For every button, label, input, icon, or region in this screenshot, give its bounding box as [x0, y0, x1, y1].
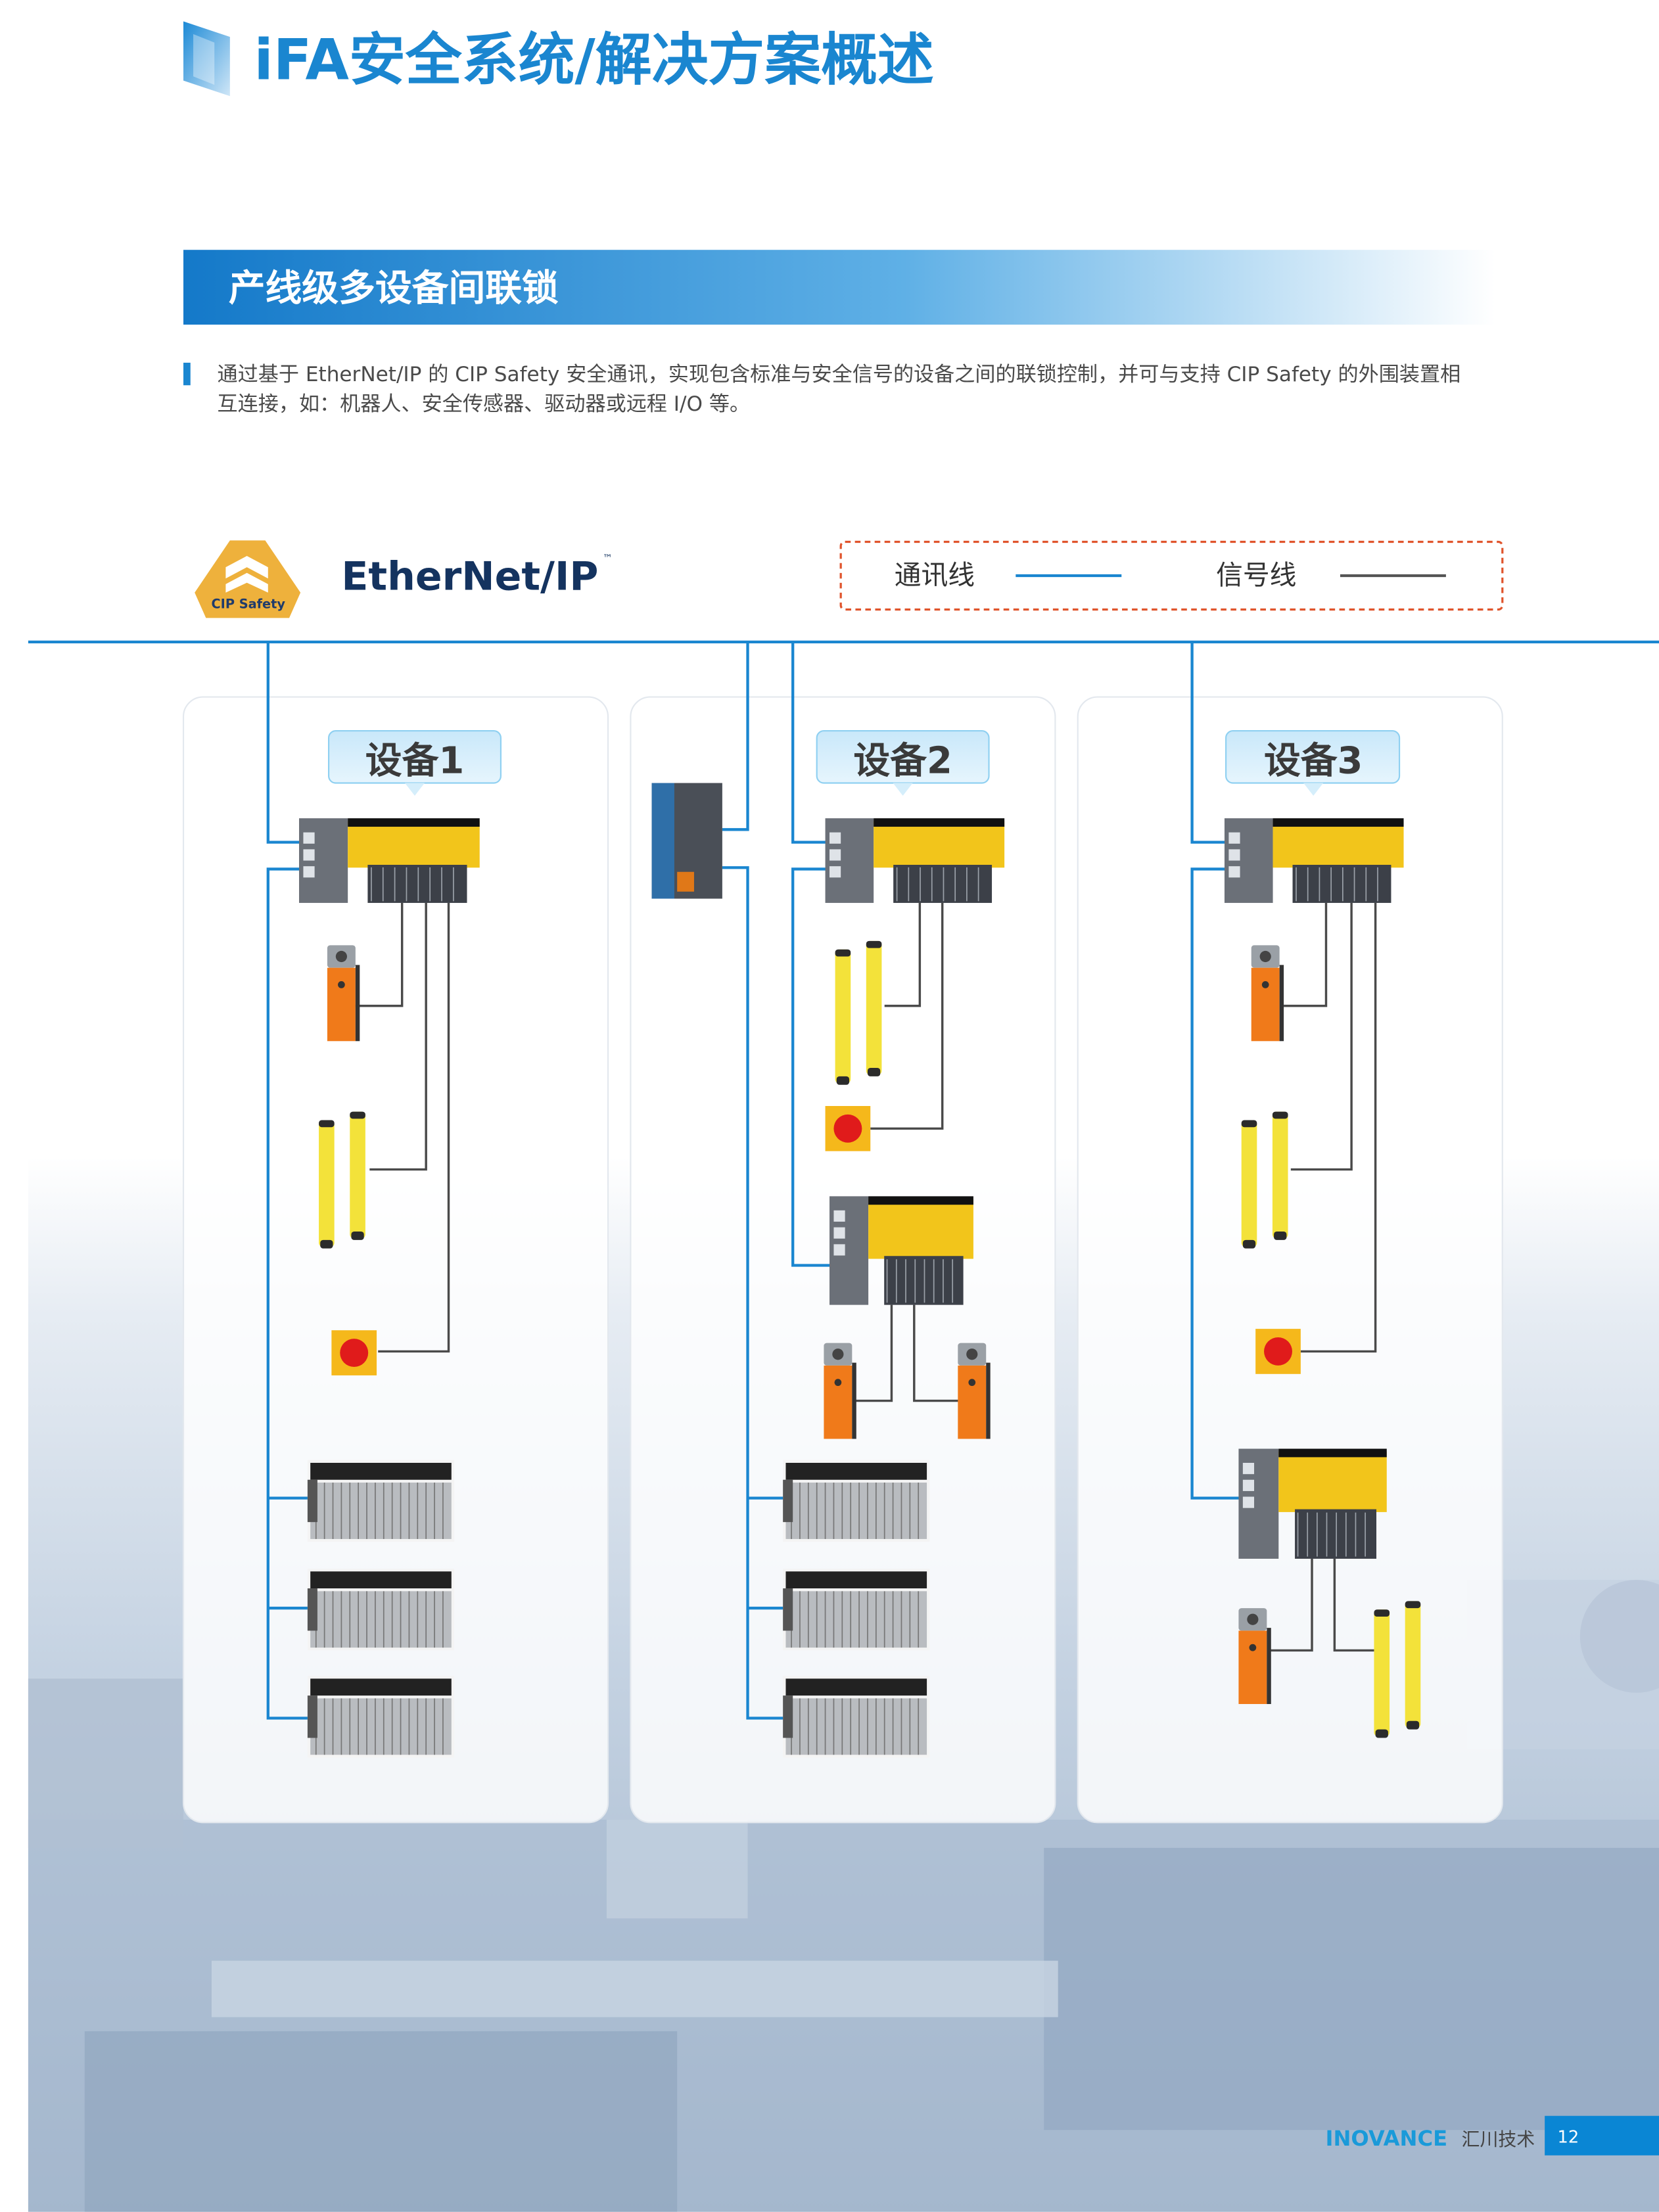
footer-brand-logo: INOVANCE [1325, 2126, 1447, 2151]
device-1-remote-io-module-1 [307, 1460, 455, 1542]
device-1-comm-line [266, 641, 304, 844]
device-3-sub-comm-line [1190, 867, 1242, 1500]
device-3-door-switch-b-signal-line [1269, 1558, 1313, 1652]
device-1-door-switch-signal-line [355, 902, 404, 1007]
device-3-estop-signal-line [1300, 902, 1377, 1353]
section-title: 产线级多设备间联锁 [229, 267, 559, 310]
page-number: 12 [1557, 2128, 1579, 2148]
footer-brand-cn: 汇川技术 [1462, 2129, 1535, 2150]
cip-safety-logo-text: CIP Safety [212, 596, 286, 611]
description-marker [183, 362, 191, 386]
ethernet-ip-trademark: ™ [603, 553, 613, 565]
device-2-safety-controller [825, 818, 1005, 903]
device-2-safety-door-switch-a [824, 1343, 856, 1439]
device-1-estop-signal-line [378, 902, 450, 1353]
device-1-panel [182, 696, 609, 1824]
device-3-panel [1077, 696, 1503, 1824]
device-1-label-text: 设备1 [365, 739, 464, 782]
device-2-remote-io-module-3 [783, 1676, 930, 1758]
device-2-ethernet-coupler [651, 783, 722, 899]
page-number-tab [1545, 2115, 1659, 2155]
device-1-remote-io-module-2 [307, 1568, 455, 1651]
device-2-door-switch-b-signal-line [913, 1304, 960, 1402]
device-1-safety-light-curtain [319, 1111, 365, 1249]
device-3-door-switch-signal-line [1284, 902, 1328, 1007]
device-3-label: 设备3 [1225, 730, 1401, 796]
device-2-coupler-comm-line [722, 641, 749, 831]
device-1-label: 设备1 [328, 730, 502, 796]
device-1-remote-io-module-3 [307, 1676, 455, 1758]
device-2-safety-io-station [830, 1196, 973, 1305]
device-3-safety-controller [1224, 818, 1404, 903]
device-3-light-curtain-signal-line [1290, 902, 1353, 1171]
device-2-estop-signal-line [870, 902, 944, 1130]
device-2-safety-light-curtain [835, 940, 882, 1085]
device-1-safety-controller [299, 818, 480, 903]
legend-signal-line-label: 信号线 [1216, 559, 1296, 591]
title-icon [183, 21, 230, 97]
cip-safety-logo: CIP Safety [195, 540, 301, 618]
device-2-light-curtain-signal-line [884, 902, 922, 1007]
description-line-1: 通过基于 EtherNet/IP 的 CIP Safety 安全通讯，实现包含标… [218, 363, 1461, 386]
device-2-comm-line [791, 641, 830, 844]
device-1-io-comm-line [266, 867, 314, 1720]
device-2-safety-door-switch-b [958, 1343, 991, 1439]
section-banner [183, 250, 1496, 325]
device-2-sub-comm-line [791, 867, 833, 1267]
device-3-safety-door-switch-b [1238, 1608, 1271, 1705]
device-2-remote-io-module-2 [783, 1568, 930, 1651]
device-3-emergency-stop-button [1255, 1329, 1301, 1374]
device-2-remote-io-module-1 [783, 1460, 930, 1542]
device-2-emergency-stop-button [825, 1106, 871, 1151]
device-3-light-curtain-b-signal-line [1333, 1558, 1376, 1652]
line-legend: 通讯线 信号线 [839, 540, 1504, 611]
device-1-safety-door-switch [327, 945, 360, 1042]
device-2-door-switch-a-signal-line [854, 1304, 893, 1402]
ethernet-ip-logo-text: EtherNet/IP [341, 553, 598, 599]
device-3-label-text: 设备3 [1264, 739, 1363, 782]
description-line-2: 互连接，如：机器人、安全传感器、驱动器或远程 I/O 等。 [218, 392, 751, 416]
device-3-safety-door-switch [1251, 945, 1284, 1042]
device-3-comm-line [1190, 641, 1228, 844]
device-3-safety-light-curtain-b [1374, 1601, 1421, 1738]
device-1-light-curtain-signal-line [369, 902, 427, 1171]
device-1-emergency-stop-button [331, 1330, 377, 1375]
device-2-label-text: 设备2 [853, 739, 952, 782]
legend-comm-line-label: 通讯线 [895, 559, 975, 591]
device-3-safety-light-curtain [1241, 1111, 1288, 1249]
ethernet-ip-logo: EtherNet/IP ™ [341, 553, 612, 600]
page-title: iFA安全系统/解决方案概述 [254, 28, 933, 93]
device-3-safety-io-station [1238, 1448, 1387, 1559]
device-2-label: 设备2 [816, 730, 990, 796]
